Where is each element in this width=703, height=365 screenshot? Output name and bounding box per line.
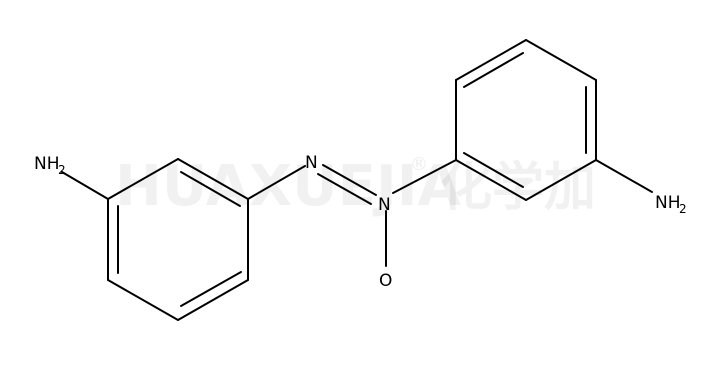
atom-subscript: 2 xyxy=(679,202,687,216)
watermark-cjk: 化学加 xyxy=(440,158,596,218)
bond-inner xyxy=(180,271,242,307)
bond xyxy=(107,279,179,321)
left-benzene-ring xyxy=(107,158,249,321)
bond xyxy=(177,158,249,200)
bond-c-n-azo xyxy=(247,165,306,200)
bond xyxy=(455,159,527,201)
bond-n-n-1 xyxy=(322,164,377,196)
bond-n-n-2 xyxy=(317,173,372,205)
right-benzene-ring xyxy=(455,39,597,201)
bond-inner xyxy=(463,152,524,188)
bond-inner xyxy=(463,52,524,88)
bond xyxy=(525,39,597,81)
atom-subscript: 2 xyxy=(58,163,66,177)
atom-o: O xyxy=(379,271,392,291)
bond xyxy=(107,158,179,200)
bond xyxy=(525,159,597,201)
atom-nh2-right: NH 2 xyxy=(655,193,687,216)
watermark-registered: ® xyxy=(410,154,428,175)
bond xyxy=(455,39,527,81)
atom-nh2-left: NH 2 xyxy=(34,154,66,177)
bond xyxy=(177,279,249,321)
bond-n-c-right xyxy=(392,159,457,194)
atom-label: NH xyxy=(655,193,681,213)
atom-label: NH xyxy=(34,154,60,174)
bond-c-nh2-left xyxy=(61,171,109,200)
atom-n-oxide: N xyxy=(378,195,391,215)
atom-n-azo: N xyxy=(305,153,318,173)
bond-inner xyxy=(180,171,241,207)
bond-c-nh2-right xyxy=(595,159,653,193)
